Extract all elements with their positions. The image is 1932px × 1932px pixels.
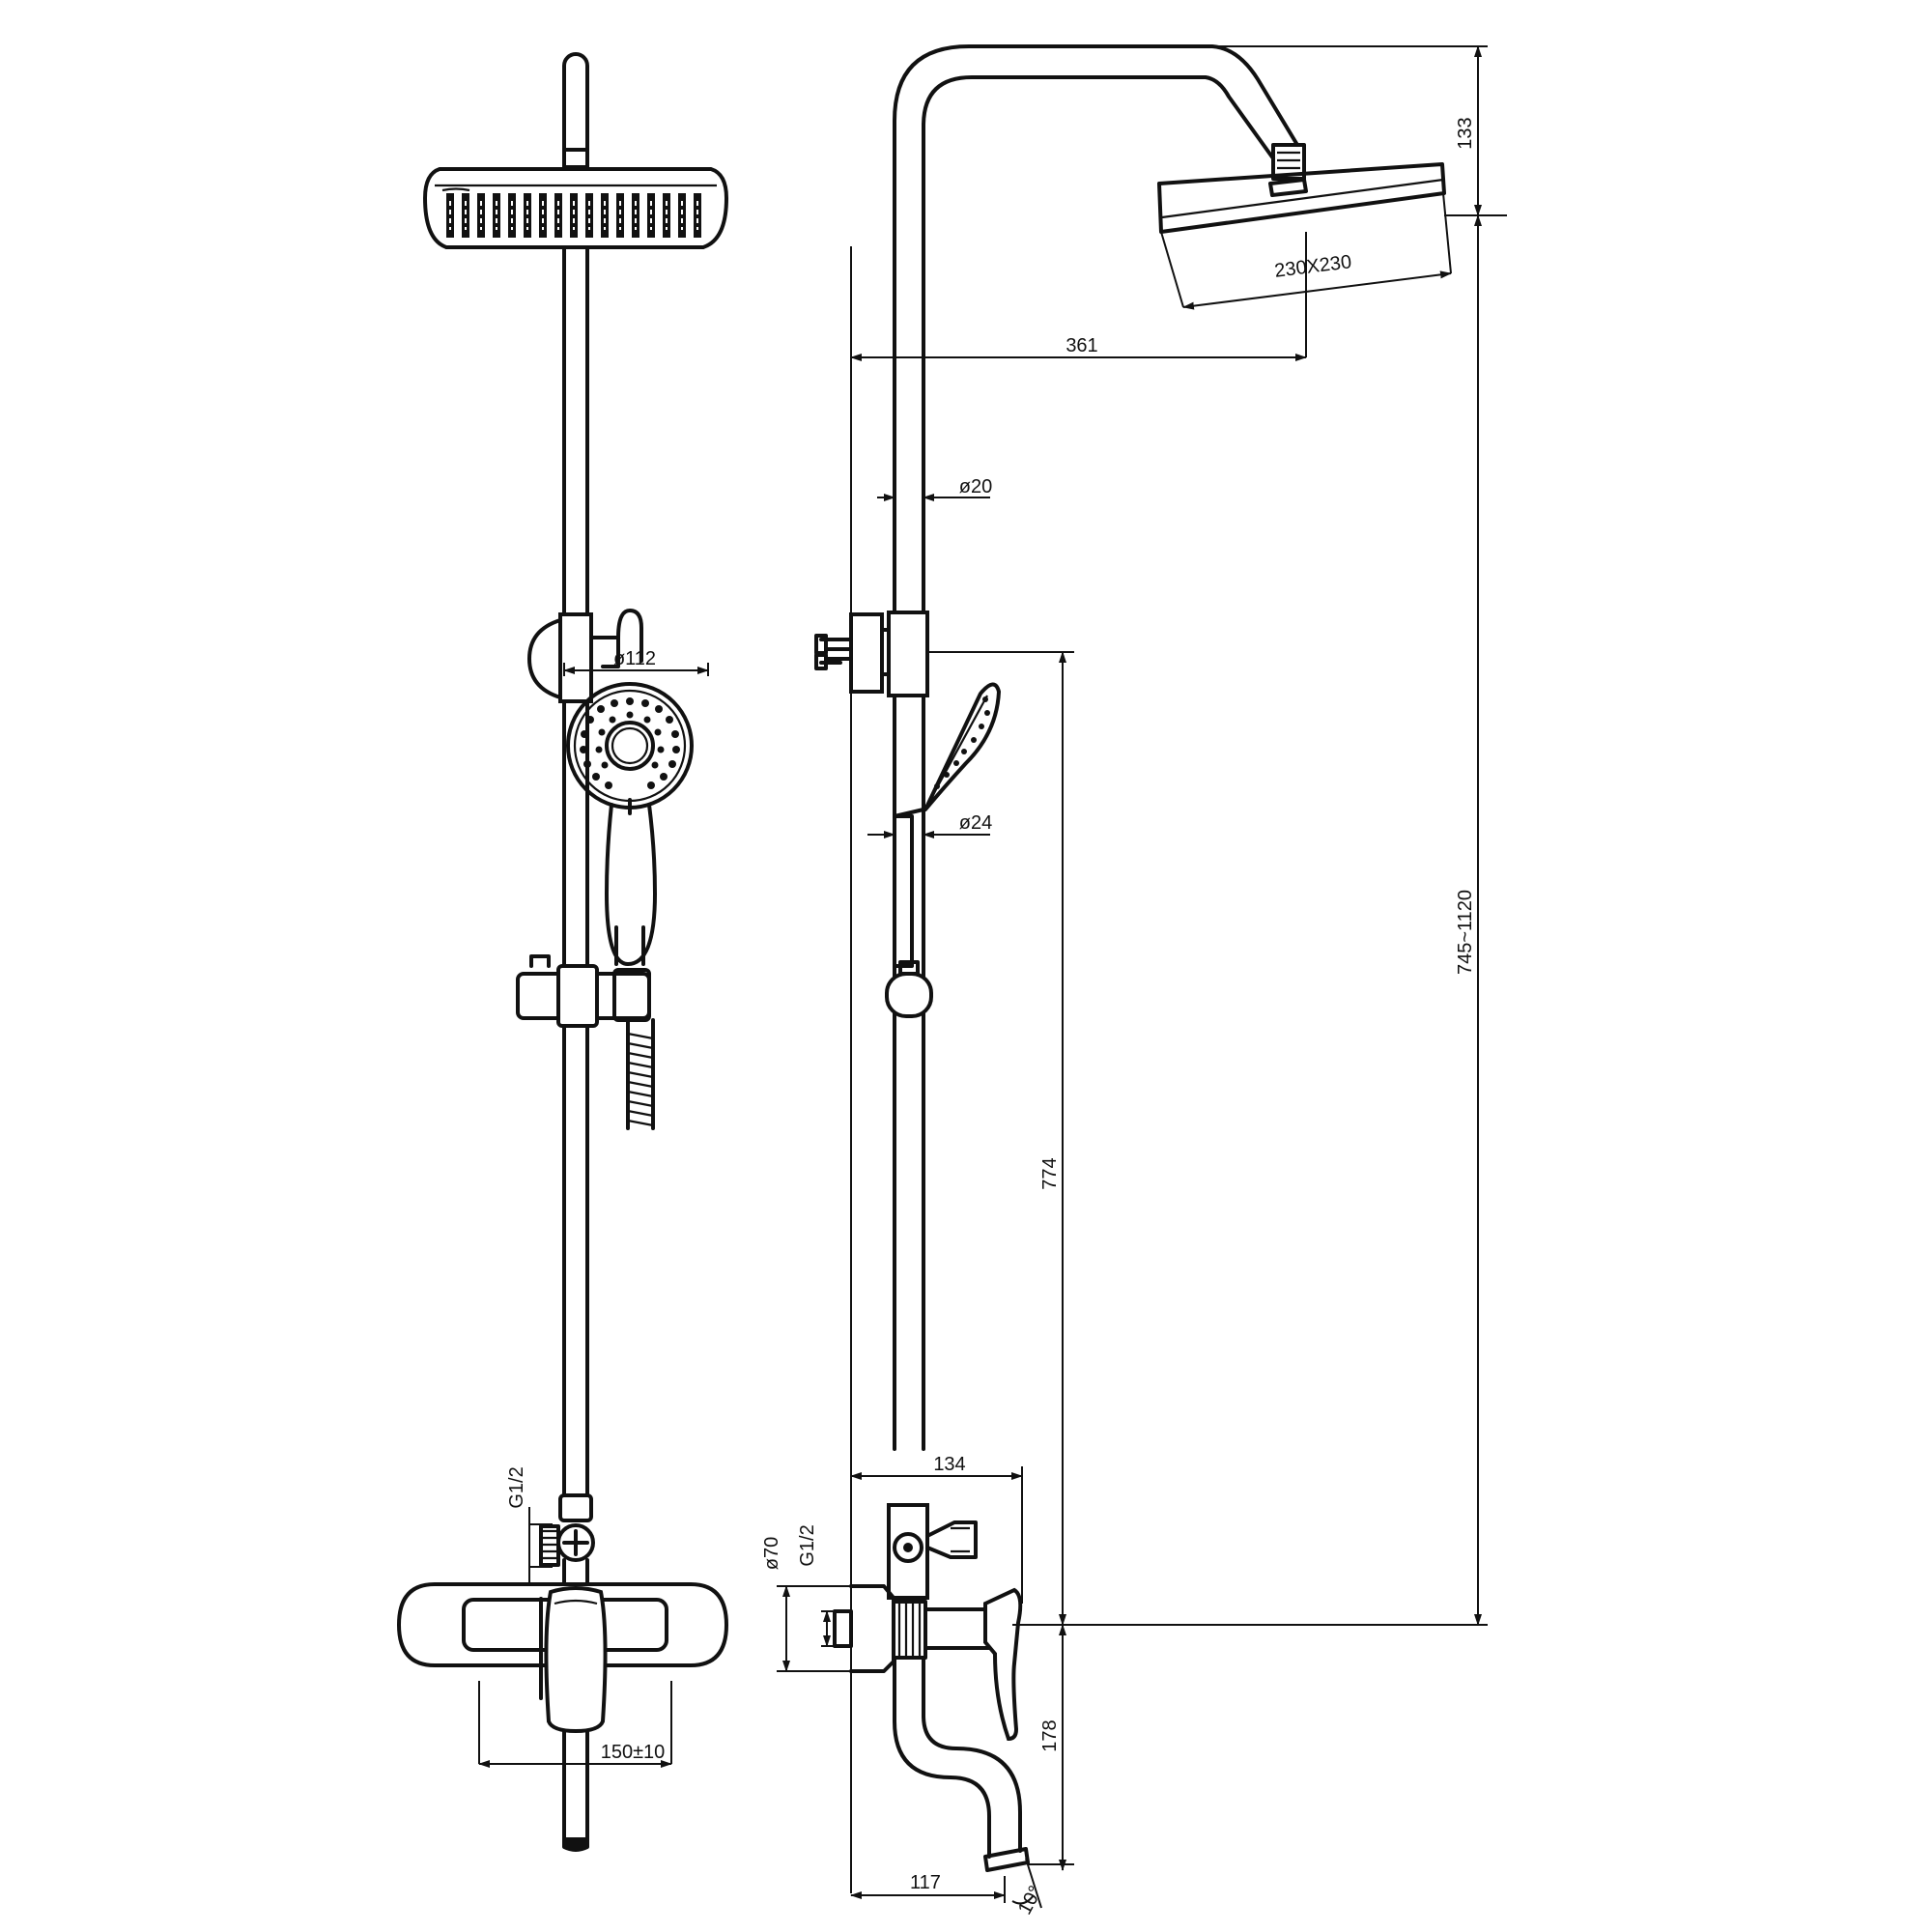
side-wall-bracket [814, 611, 929, 697]
label-hose-diameter: ø24 [959, 812, 992, 834]
front-mixer [397, 1582, 728, 1736]
front-view [397, 52, 728, 1852]
side-mixer [833, 1584, 1023, 1742]
side-diverter [887, 1503, 978, 1600]
label-pipe-diameter: ø20 [959, 476, 992, 497]
front-main-riser [562, 245, 589, 1852]
side-hand-shower [893, 682, 1001, 968]
front-rain-head [423, 167, 728, 249]
side-gooseneck-arm [893, 44, 1306, 620]
front-top-pipe [562, 52, 589, 169]
front-hose [626, 1018, 655, 1130]
side-riser [893, 616, 925, 1451]
label-mixer-centers: 150±10 [601, 1742, 666, 1763]
label-arm-projection: 361 [1065, 335, 1097, 356]
label-spout-reach: 117 [910, 1872, 941, 1893]
front-hand-shower [566, 682, 694, 966]
label-head-drop: 133 [1455, 117, 1476, 149]
front-dimension-lines [478, 663, 709, 1768]
label-spout-angle: 10° [1014, 1883, 1047, 1918]
label-spout-height: 178 [1039, 1719, 1061, 1751]
rain-head-nozzles [446, 193, 701, 238]
label-height-range: 745~1120 [1455, 890, 1476, 975]
side-rain-head [1157, 162, 1446, 234]
label-bracket-height: 774 [1039, 1157, 1061, 1189]
label-mixer-inlet-side: G1/2 [797, 1524, 818, 1566]
label-handshower-diameter: ø112 [613, 648, 656, 669]
label-mixer-inlet-left: G1/2 [506, 1466, 527, 1508]
hand-shower-jets [580, 697, 680, 789]
side-slider [885, 960, 933, 1018]
label-flange-diameter: ø70 [761, 1537, 782, 1570]
side-hand-shower-jets [934, 696, 990, 789]
side-view [777, 44, 1507, 1909]
front-wall-bracket [527, 609, 643, 703]
front-slider [516, 954, 651, 1028]
front-diverter [539, 1493, 595, 1586]
label-spout-outlet-offset: 134 [933, 1454, 965, 1475]
side-dimension-lines [777, 45, 1507, 1909]
label-head-size: 230X230 [1273, 251, 1352, 282]
